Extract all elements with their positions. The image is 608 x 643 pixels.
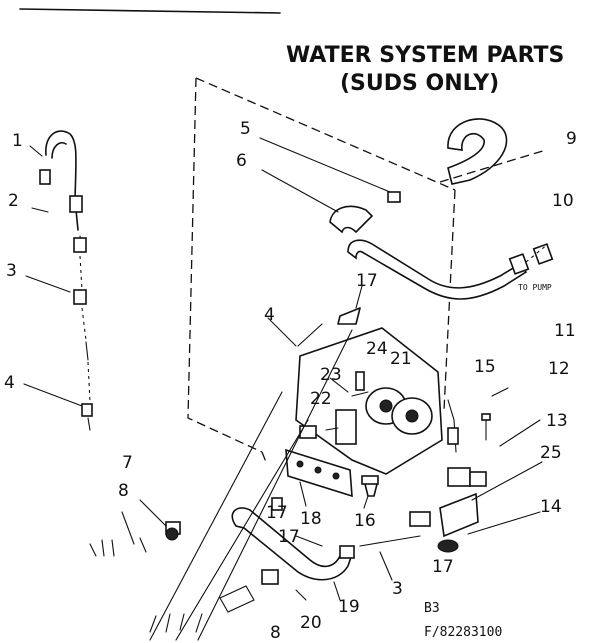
- drain-hose-assembly: [39, 130, 93, 431]
- to-pump-note: TO PUMP: [518, 283, 552, 292]
- callout-10: 10: [552, 191, 574, 211]
- callout-21: 21: [390, 349, 412, 369]
- lower-hose-assembly: [89, 497, 431, 633]
- callout-16: 16: [354, 511, 376, 531]
- callout-24: 24: [366, 339, 388, 359]
- callout-7: 7: [122, 453, 133, 473]
- callout-12: 12: [548, 359, 570, 379]
- callout-4-left: 4: [4, 373, 15, 393]
- callout-22: 22: [310, 389, 332, 409]
- callout-6: 6: [236, 151, 247, 171]
- callout-15: 15: [474, 357, 496, 377]
- callout-9: 9: [566, 129, 577, 149]
- title-line-1: WATER SYSTEM PARTS: [286, 43, 564, 68]
- callout-17-right: 17: [432, 557, 454, 577]
- callout-2: 2: [8, 191, 19, 211]
- callout-numbers: 1 2 3 4 4 5 6 7 8 9 10 11 12 13 14 15 16…: [4, 119, 577, 643]
- header-rule: [19, 8, 281, 14]
- fill-hose: [439, 118, 547, 185]
- callout-20: 20: [300, 613, 322, 633]
- callout-8-lower: 8: [270, 623, 281, 643]
- solenoid-valve-block: [285, 409, 379, 498]
- cabinet-outline: [187, 77, 456, 463]
- callout-17-top: 17: [356, 271, 378, 291]
- callout-13: 13: [546, 411, 568, 431]
- callout-25: 25: [540, 443, 562, 463]
- callout-3: 3: [6, 261, 17, 281]
- callout-1: 1: [12, 131, 23, 151]
- leader-lines: [23, 145, 541, 641]
- callout-5: 5: [240, 119, 251, 139]
- callout-14: 14: [540, 497, 562, 517]
- valve-mounting-plate: [295, 307, 443, 475]
- reference-code-1: B3: [424, 601, 440, 616]
- callout-4: 4: [264, 305, 275, 325]
- callout-17-mid: 17: [278, 527, 300, 547]
- callout-19: 19: [338, 597, 360, 617]
- callout-11: 11: [554, 321, 576, 341]
- callout-3-lower: 3: [392, 579, 403, 599]
- right-fittings: [437, 399, 543, 553]
- callout-18: 18: [300, 509, 322, 529]
- callout-17-lower: 17: [266, 503, 288, 523]
- inlet-tube: [259, 137, 554, 300]
- callout-23: 23: [320, 365, 342, 385]
- callout-8: 8: [118, 481, 129, 501]
- reference-code-2: F/82283100: [424, 625, 502, 640]
- title-line-2: (SUDS ONLY): [340, 71, 499, 96]
